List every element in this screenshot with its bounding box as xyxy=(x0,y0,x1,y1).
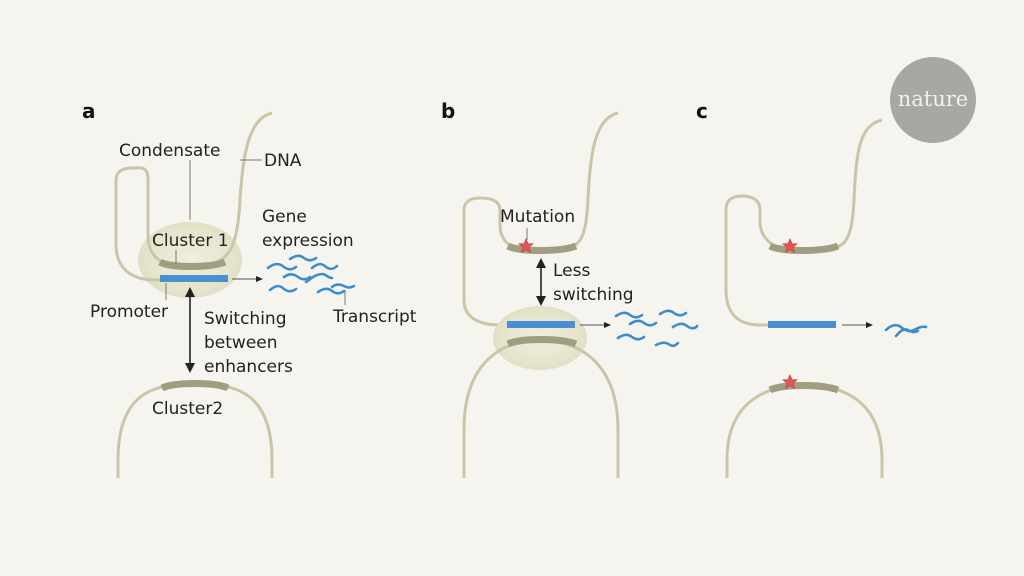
logo-text: nature xyxy=(898,87,968,111)
cluster-1-c xyxy=(768,242,840,254)
dna-strand-c-lower xyxy=(725,383,884,478)
dna-strand-c xyxy=(724,118,883,327)
label-switching: Switching xyxy=(204,309,287,329)
panel-c: c xyxy=(696,99,928,478)
transcripts-b xyxy=(614,309,699,348)
panel-label-b: b xyxy=(441,99,455,123)
nature-logo: nature xyxy=(890,57,976,143)
label-mutation: Mutation xyxy=(500,207,575,227)
cluster-1 xyxy=(158,258,227,270)
cluster-2-c xyxy=(768,382,840,394)
cluster-2 xyxy=(160,380,230,392)
label-cluster-2: Cluster2 xyxy=(152,399,223,419)
label-condensate: Condensate xyxy=(119,141,220,161)
label-less: Less xyxy=(553,261,590,281)
transcripts-c xyxy=(884,323,928,338)
dna-strand-a xyxy=(114,111,273,282)
dna-strand-b xyxy=(462,111,619,327)
panel-a: a C xyxy=(82,99,417,478)
promoter-bar-a xyxy=(160,275,228,282)
cluster-2-b xyxy=(506,336,578,348)
label-promoter: Promoter xyxy=(90,302,168,322)
transcripts-a xyxy=(266,254,356,295)
promoter-bar-b xyxy=(507,321,575,328)
label-gene: Gene xyxy=(262,207,307,227)
label-expression: expression xyxy=(262,231,354,251)
label-between: between xyxy=(204,333,278,353)
label-dna: DNA xyxy=(264,151,302,171)
panel-b: b Mutation Less switching xyxy=(441,99,699,478)
panel-label-a: a xyxy=(82,99,96,123)
panel-label-c: c xyxy=(696,99,708,123)
cluster-1-b xyxy=(506,242,578,254)
label-switching-b: switching xyxy=(553,285,634,305)
label-enhancers: enhancers xyxy=(204,357,293,377)
label-cluster-1: Cluster 1 xyxy=(152,231,229,251)
promoter-bar-c xyxy=(768,321,836,328)
label-transcript: Transcript xyxy=(332,307,417,327)
